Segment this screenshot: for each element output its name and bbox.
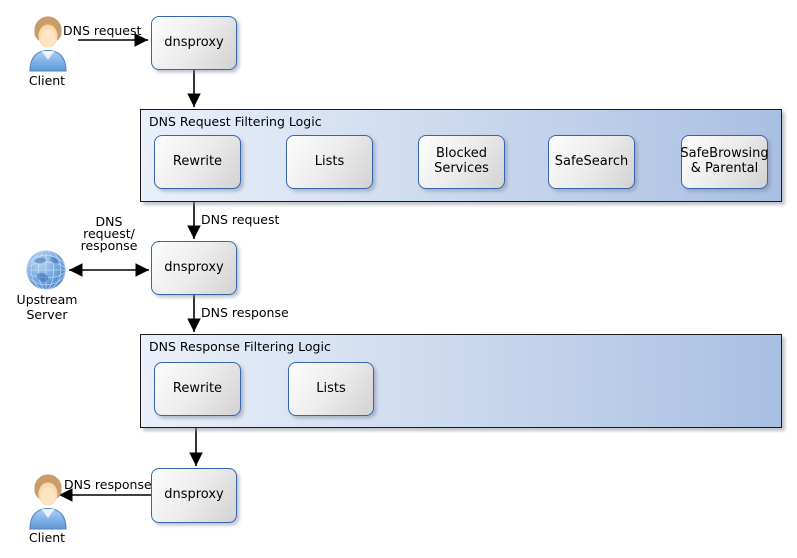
client-person-icon-bottom (26, 471, 70, 530)
node-rewrite-response: Rewrite (154, 362, 241, 416)
node-blocked-services: Blocked Services (418, 135, 505, 189)
edge-label-line: request/ (83, 226, 135, 241)
node-label: dnsproxy (164, 259, 224, 275)
edge-label-line: DNS (95, 214, 123, 229)
edge-label-dns-response-mid: DNS response (201, 305, 289, 320)
node-label: Rewrite (172, 153, 223, 169)
client-bottom-label: Client (28, 530, 66, 545)
edge-label-dns-request-response: DNS request/ response (70, 214, 148, 253)
node-dnsproxy-bottom: dnsproxy (151, 468, 237, 523)
upstream-server-label: Upstream Server (16, 292, 78, 322)
node-lists-response: Lists (288, 362, 374, 416)
client-top-label: Client (28, 73, 66, 88)
edge-label-dns-request-top: DNS request (63, 23, 142, 38)
node-lists-request: Lists (286, 135, 373, 189)
node-dnsproxy-top: dnsproxy (151, 16, 237, 70)
upstream-server-globe-icon (25, 249, 67, 291)
client-person-icon (26, 13, 70, 72)
node-rewrite-request: Rewrite (154, 135, 241, 189)
node-label: Blocked Services (434, 146, 489, 176)
dns-request-filtering-container: DNS Request Filtering Logic Rewrite List… (140, 109, 782, 202)
node-label: Lists (316, 380, 346, 396)
edge-label-dns-response-bottom: DNS response (64, 477, 152, 492)
node-dnsproxy-middle: dnsproxy (151, 241, 237, 295)
node-label: dnsproxy (164, 34, 224, 50)
edge-label-line: response (80, 238, 138, 253)
response-filtering-title: DNS Response Filtering Logic (149, 339, 331, 354)
node-label: SafeSearch (554, 153, 629, 169)
node-label: dnsproxy (164, 487, 224, 503)
dns-response-filtering-container: DNS Response Filtering Logic Rewrite Lis… (140, 334, 782, 428)
node-label: Rewrite (172, 380, 223, 396)
request-filtering-title: DNS Request Filtering Logic (149, 114, 322, 129)
node-safebrowsing-parental: SafeBrowsing & Parental (680, 135, 769, 189)
node-label: Lists (314, 153, 345, 169)
node-label: SafeBrowsing & Parental (680, 146, 769, 176)
edge-label-dns-request-mid: DNS request (201, 212, 280, 227)
node-safesearch: SafeSearch (548, 135, 635, 189)
